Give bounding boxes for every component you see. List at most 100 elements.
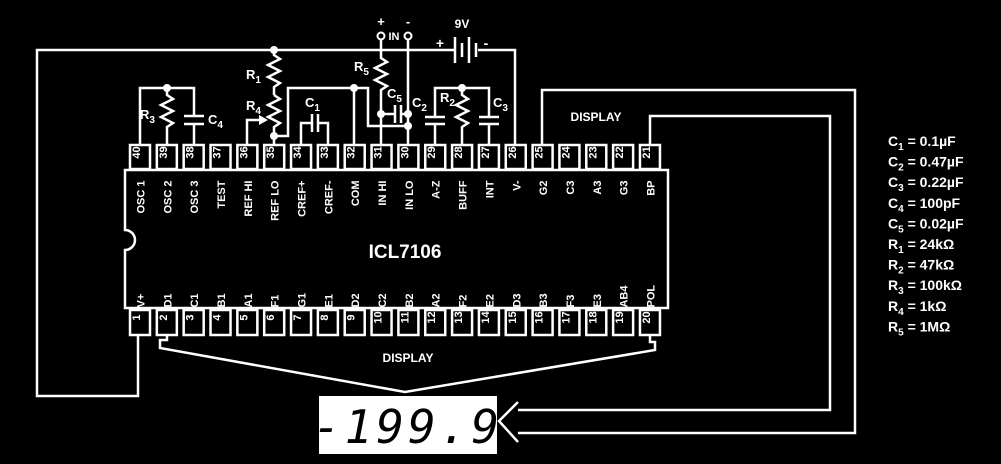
pin-34 <box>289 143 313 171</box>
pin-18 <box>585 308 608 337</box>
pin-30 <box>397 143 420 171</box>
r3-resistor <box>158 88 176 145</box>
pin-label: G2 <box>538 181 550 196</box>
pin-33 <box>316 143 340 171</box>
junction <box>377 110 385 118</box>
junction <box>350 84 358 92</box>
component-labels: R1 R4 R3 C4 C1 R5 C5 C2 R2 C3 9V + - IN … <box>140 14 621 365</box>
pin-number: 23 <box>587 146 599 158</box>
pin-label: G3 <box>619 181 631 196</box>
r4-wiper <box>245 118 262 145</box>
pin-label: BP <box>645 181 657 196</box>
pin-label: E2 <box>484 294 496 307</box>
pin-number: 16 <box>534 311 546 323</box>
pin-label: REF LO <box>270 180 282 221</box>
pin-label: COM <box>350 181 362 207</box>
pin-27 <box>477 143 501 171</box>
legend-item: C1 = 0.1µF <box>888 133 956 153</box>
battery-plus: + <box>436 35 444 51</box>
pin-1 <box>128 308 152 337</box>
pin-label: V- <box>511 180 523 191</box>
g2-display-wire <box>518 88 857 435</box>
r5-label: R5 <box>354 59 369 78</box>
pin-label: REF HI <box>243 180 255 216</box>
pin-37 <box>209 143 232 171</box>
junction <box>163 84 171 92</box>
pin-number: 19 <box>614 311 626 323</box>
pin-label: D3 <box>511 293 523 307</box>
pin-number: 34 <box>292 146 304 159</box>
pin-label: OSC 1 <box>136 181 148 214</box>
r1-resistor <box>265 50 283 95</box>
pin-31 <box>370 143 393 171</box>
lcd-display <box>319 396 497 454</box>
pin-label: CREF- <box>323 180 335 214</box>
wiper-arrow <box>259 115 268 125</box>
pin-number: 36 <box>238 146 250 158</box>
pin-25 <box>531 143 554 171</box>
pin-7 <box>289 308 313 337</box>
pin-label: F1 <box>270 295 282 308</box>
pin-number: 30 <box>399 146 411 158</box>
junction <box>404 110 412 118</box>
pin-number: 32 <box>346 146 358 158</box>
legend-item: C5 = 0.02µF <box>888 215 964 235</box>
pin-39 <box>155 143 179 171</box>
pin-label: D2 <box>350 293 362 307</box>
in-minus-terminal[interactable] <box>403 31 413 41</box>
chip-name: ICL7106 <box>369 242 442 263</box>
pin-number: 12 <box>426 311 438 323</box>
pin-16 <box>531 308 554 337</box>
pin-19 <box>611 308 635 337</box>
legend-item: C2 = 0.47µF <box>888 154 964 174</box>
pin-3 <box>182 308 205 337</box>
pin-label: A3 <box>592 181 604 195</box>
pin-label: TEST <box>216 180 228 208</box>
display-label-top: DISPLAY <box>571 110 622 124</box>
pin-label: D1 <box>162 293 174 307</box>
pin-28 <box>450 143 474 171</box>
pin-number: 28 <box>453 146 465 158</box>
pin-label: C3 <box>565 181 577 195</box>
pin-17 <box>558 308 581 337</box>
pin-number: 14 <box>480 311 492 324</box>
pin-12 <box>423 308 447 337</box>
legend-item: R3 = 100kΩ <box>888 277 962 297</box>
pin-32 <box>343 143 366 171</box>
pin-label: F3 <box>565 295 577 308</box>
pin-number: 33 <box>319 146 331 158</box>
pin-label: B1 <box>216 293 228 307</box>
pin-number: 22 <box>614 146 626 158</box>
c4-label: C4 <box>208 112 223 131</box>
pin-number: 8 <box>319 314 331 320</box>
battery-label: 9V <box>455 17 470 31</box>
pin-9 <box>343 308 366 337</box>
pin-number: 31 <box>373 146 385 158</box>
pin-label: OSC 2 <box>162 181 174 214</box>
supply-rail <box>35 48 454 398</box>
pin-label: POL <box>645 285 657 308</box>
c5-label: C5 <box>387 86 402 105</box>
in-plus-terminal[interactable] <box>376 31 386 41</box>
lcd-reading: -199.9 <box>313 400 503 454</box>
pin-number: 25 <box>534 146 546 158</box>
pin-36 <box>236 143 259 171</box>
c1-lead <box>299 121 312 145</box>
pin-label: C1 <box>189 293 201 307</box>
legend-item: R5 = 1MΩ <box>888 318 950 338</box>
pin-label: C2 <box>377 293 389 307</box>
pin-number: 37 <box>212 146 224 158</box>
pin-number: 40 <box>131 146 143 158</box>
display-bus <box>158 336 657 394</box>
pin-22 <box>611 143 635 171</box>
pin-20 <box>638 308 662 337</box>
pin-15 <box>504 308 528 337</box>
pin-label: G1 <box>297 293 309 308</box>
r3-label: R3 <box>140 107 155 126</box>
pin-5 <box>236 308 259 337</box>
pin-label: CREF+ <box>297 181 309 217</box>
bp-display-wire <box>518 114 832 412</box>
pin-number: 13 <box>453 311 465 323</box>
